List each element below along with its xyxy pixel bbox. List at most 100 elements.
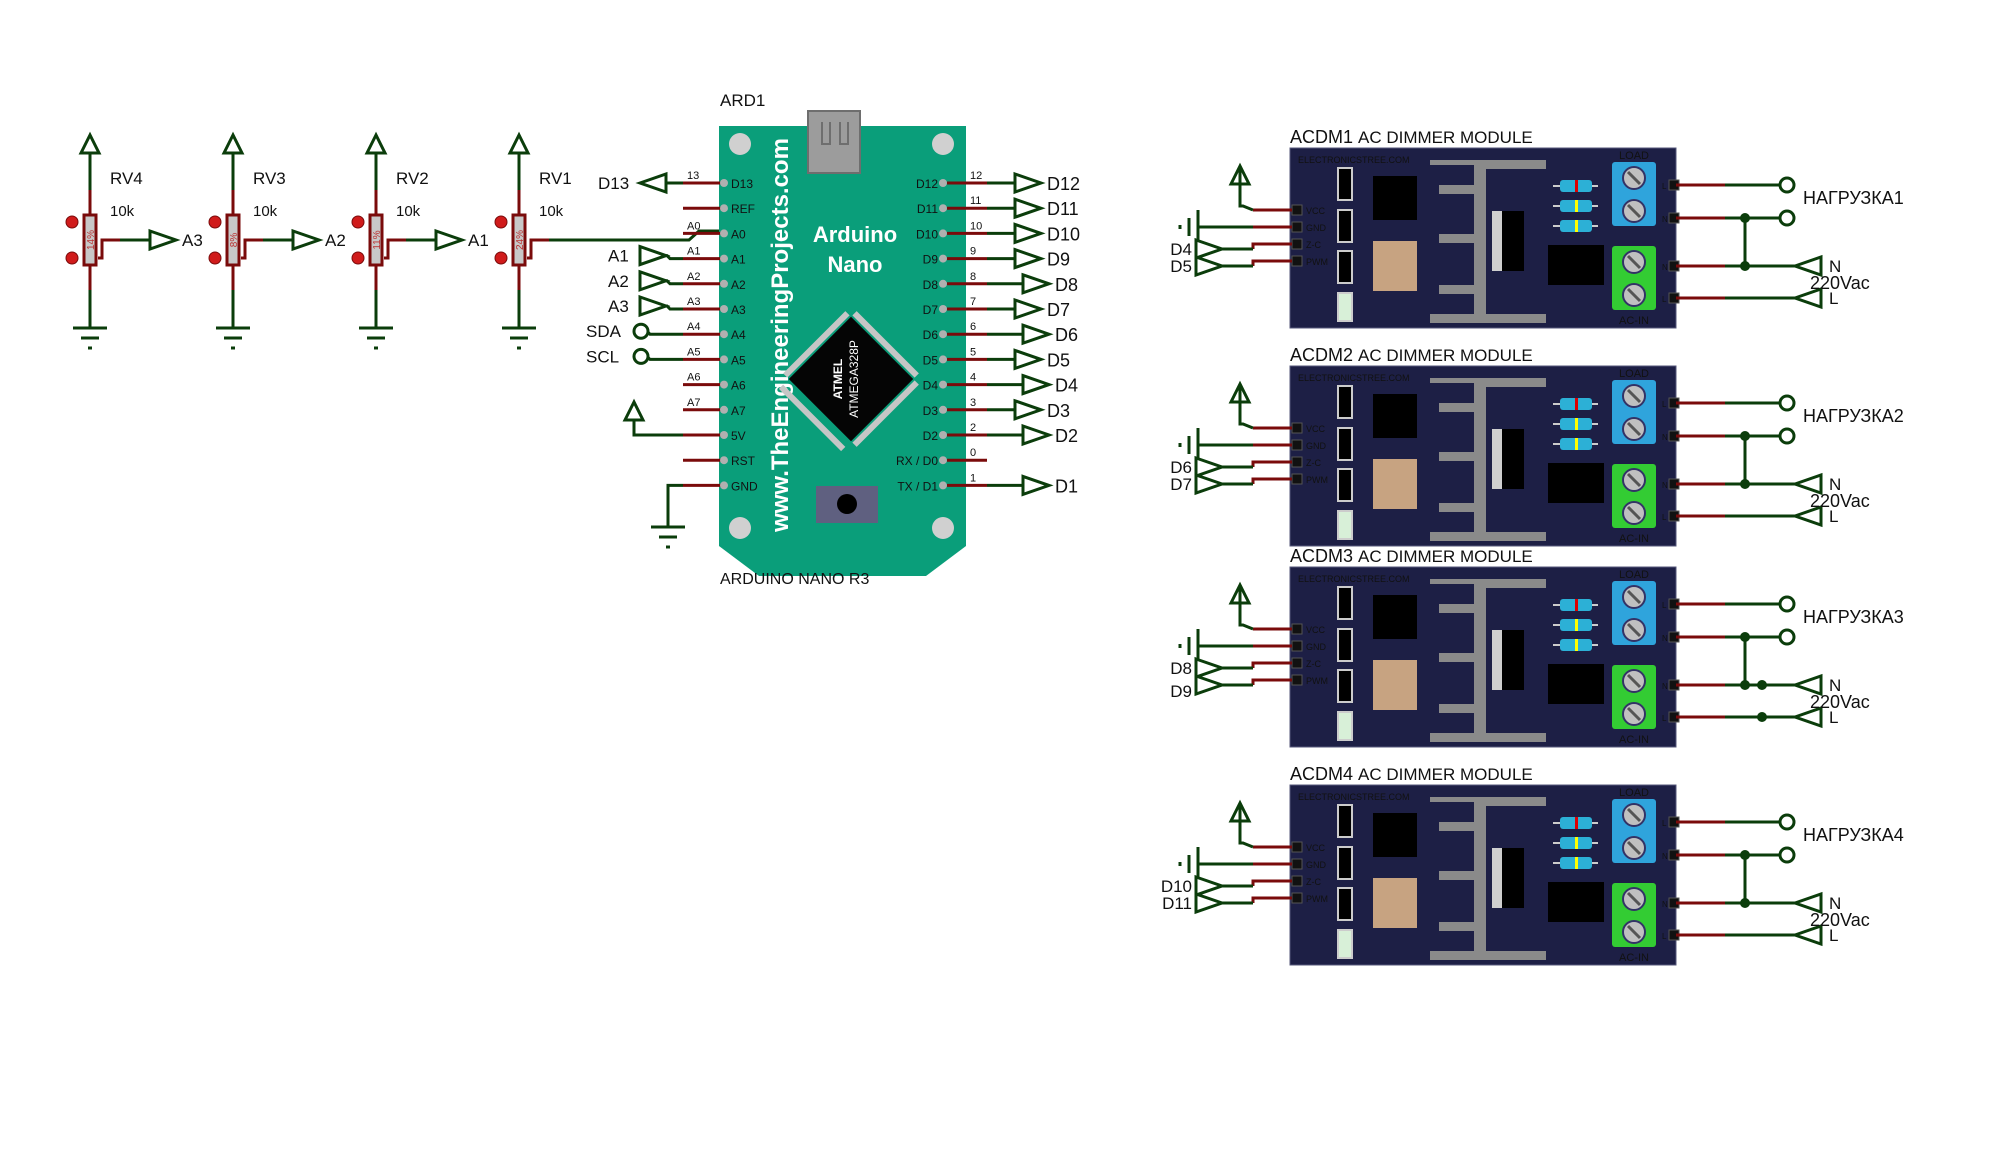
pin-label: Z-C [1306, 877, 1321, 887]
reset-button-icon[interactable] [837, 494, 857, 514]
wire [1251, 879, 1292, 886]
brand-text: ELECTRONICSTREE.COM [1298, 574, 1410, 584]
net-terminal-icon [1790, 923, 1823, 947]
decrement-button-icon[interactable] [65, 251, 79, 265]
pin-name: D12 [916, 177, 938, 191]
wire [1238, 386, 1254, 430]
increment-button-icon[interactable] [351, 215, 365, 229]
increment-button-icon[interactable] [208, 215, 222, 229]
net-terminal-icon [1013, 171, 1046, 195]
chip-pins [783, 311, 850, 378]
pin-label: GND [1306, 860, 1327, 870]
pin-name: D11 [917, 202, 938, 216]
terminal-pin-label: N [1662, 852, 1668, 861]
pin-rst[interactable]: RST [683, 454, 756, 468]
pin-name: D8 [923, 278, 939, 292]
pin-number: 2 [970, 422, 976, 434]
pin-gnd[interactable]: GND [651, 479, 758, 549]
wire [1238, 805, 1254, 849]
pin-pad [939, 355, 947, 364]
decrement-button-icon[interactable] [494, 251, 508, 265]
pin-pad [939, 456, 947, 465]
pin-5v[interactable]: 5V [622, 398, 746, 443]
wiper-percentage: 14% [86, 230, 97, 250]
dimmer-module-acdm1[interactable]: ACDM1 AC DIMMER MODULEELECTRONICSTREE.CO… [1170, 127, 1904, 329]
pin-number: 8 [970, 271, 976, 283]
ic-chip [1373, 394, 1417, 438]
pin-header [1291, 858, 1303, 870]
net-label-n: N [1829, 676, 1841, 695]
heatsink [1430, 378, 1546, 541]
triac-tab [1492, 848, 1502, 908]
pin-label: GND [1306, 223, 1327, 233]
screw-slot [1626, 472, 1642, 488]
net-label: SDA [586, 322, 622, 341]
net-terminal-icon [1194, 673, 1227, 697]
wire [666, 483, 683, 527]
net-terminal-icon [1194, 656, 1227, 680]
pin-rxd0[interactable]: RX / D00 [896, 447, 987, 468]
smd-capacitor [1337, 250, 1353, 284]
dimmer-module-acdm3[interactable]: ACDM3 AC DIMMER MODULEELECTRONICSTREE.CO… [1170, 546, 1904, 748]
pin-ref[interactable]: REF [683, 202, 755, 216]
pin-name: A6 [731, 379, 746, 393]
net-label: A3 [608, 297, 629, 316]
net-label: D7 [1047, 300, 1070, 320]
decrement-button-icon[interactable] [208, 251, 222, 265]
net-label: D13 [598, 174, 629, 193]
module-type: AC DIMMER MODULE [1358, 547, 1533, 566]
net-terminal-icon [1194, 455, 1227, 479]
pot-value: 10k [110, 203, 135, 220]
pin-name: D2 [923, 429, 939, 443]
net-terminal-icon [1013, 297, 1046, 321]
pin-number: A0 [687, 220, 700, 232]
wire [1251, 242, 1292, 249]
resistor-band [1575, 438, 1578, 450]
pin-pad [720, 279, 728, 288]
supply-label: 220Vac [1810, 273, 1870, 293]
decrement-button-icon[interactable] [351, 251, 365, 265]
dimmer-module-acdm2[interactable]: ACDM2 AC DIMMER MODULEELECTRONICSTREE.CO… [1170, 345, 1904, 547]
pin-pad [720, 355, 728, 364]
screw-slot [1626, 287, 1642, 303]
terminal-pin-label: L [1662, 295, 1667, 304]
pin-number: 13 [687, 170, 699, 182]
zc-net-label: D4 [1170, 240, 1192, 259]
increment-button-icon[interactable] [65, 215, 79, 229]
supply-label: 220Vac [1810, 692, 1870, 712]
chip-part: ATMEGA328P [847, 340, 861, 418]
wire [1251, 661, 1292, 668]
watermark-text: www.TheEngineeringProjects.com [767, 138, 794, 533]
terminal-pin-label: N [1662, 900, 1668, 909]
ground-icon [651, 525, 685, 549]
increment-button-icon[interactable] [494, 215, 508, 229]
screw-slot [1626, 203, 1642, 219]
dimmer-module-acdm4[interactable]: ACDM4 AC DIMMER MODULEELECTRONICSTREE.CO… [1161, 764, 1904, 966]
